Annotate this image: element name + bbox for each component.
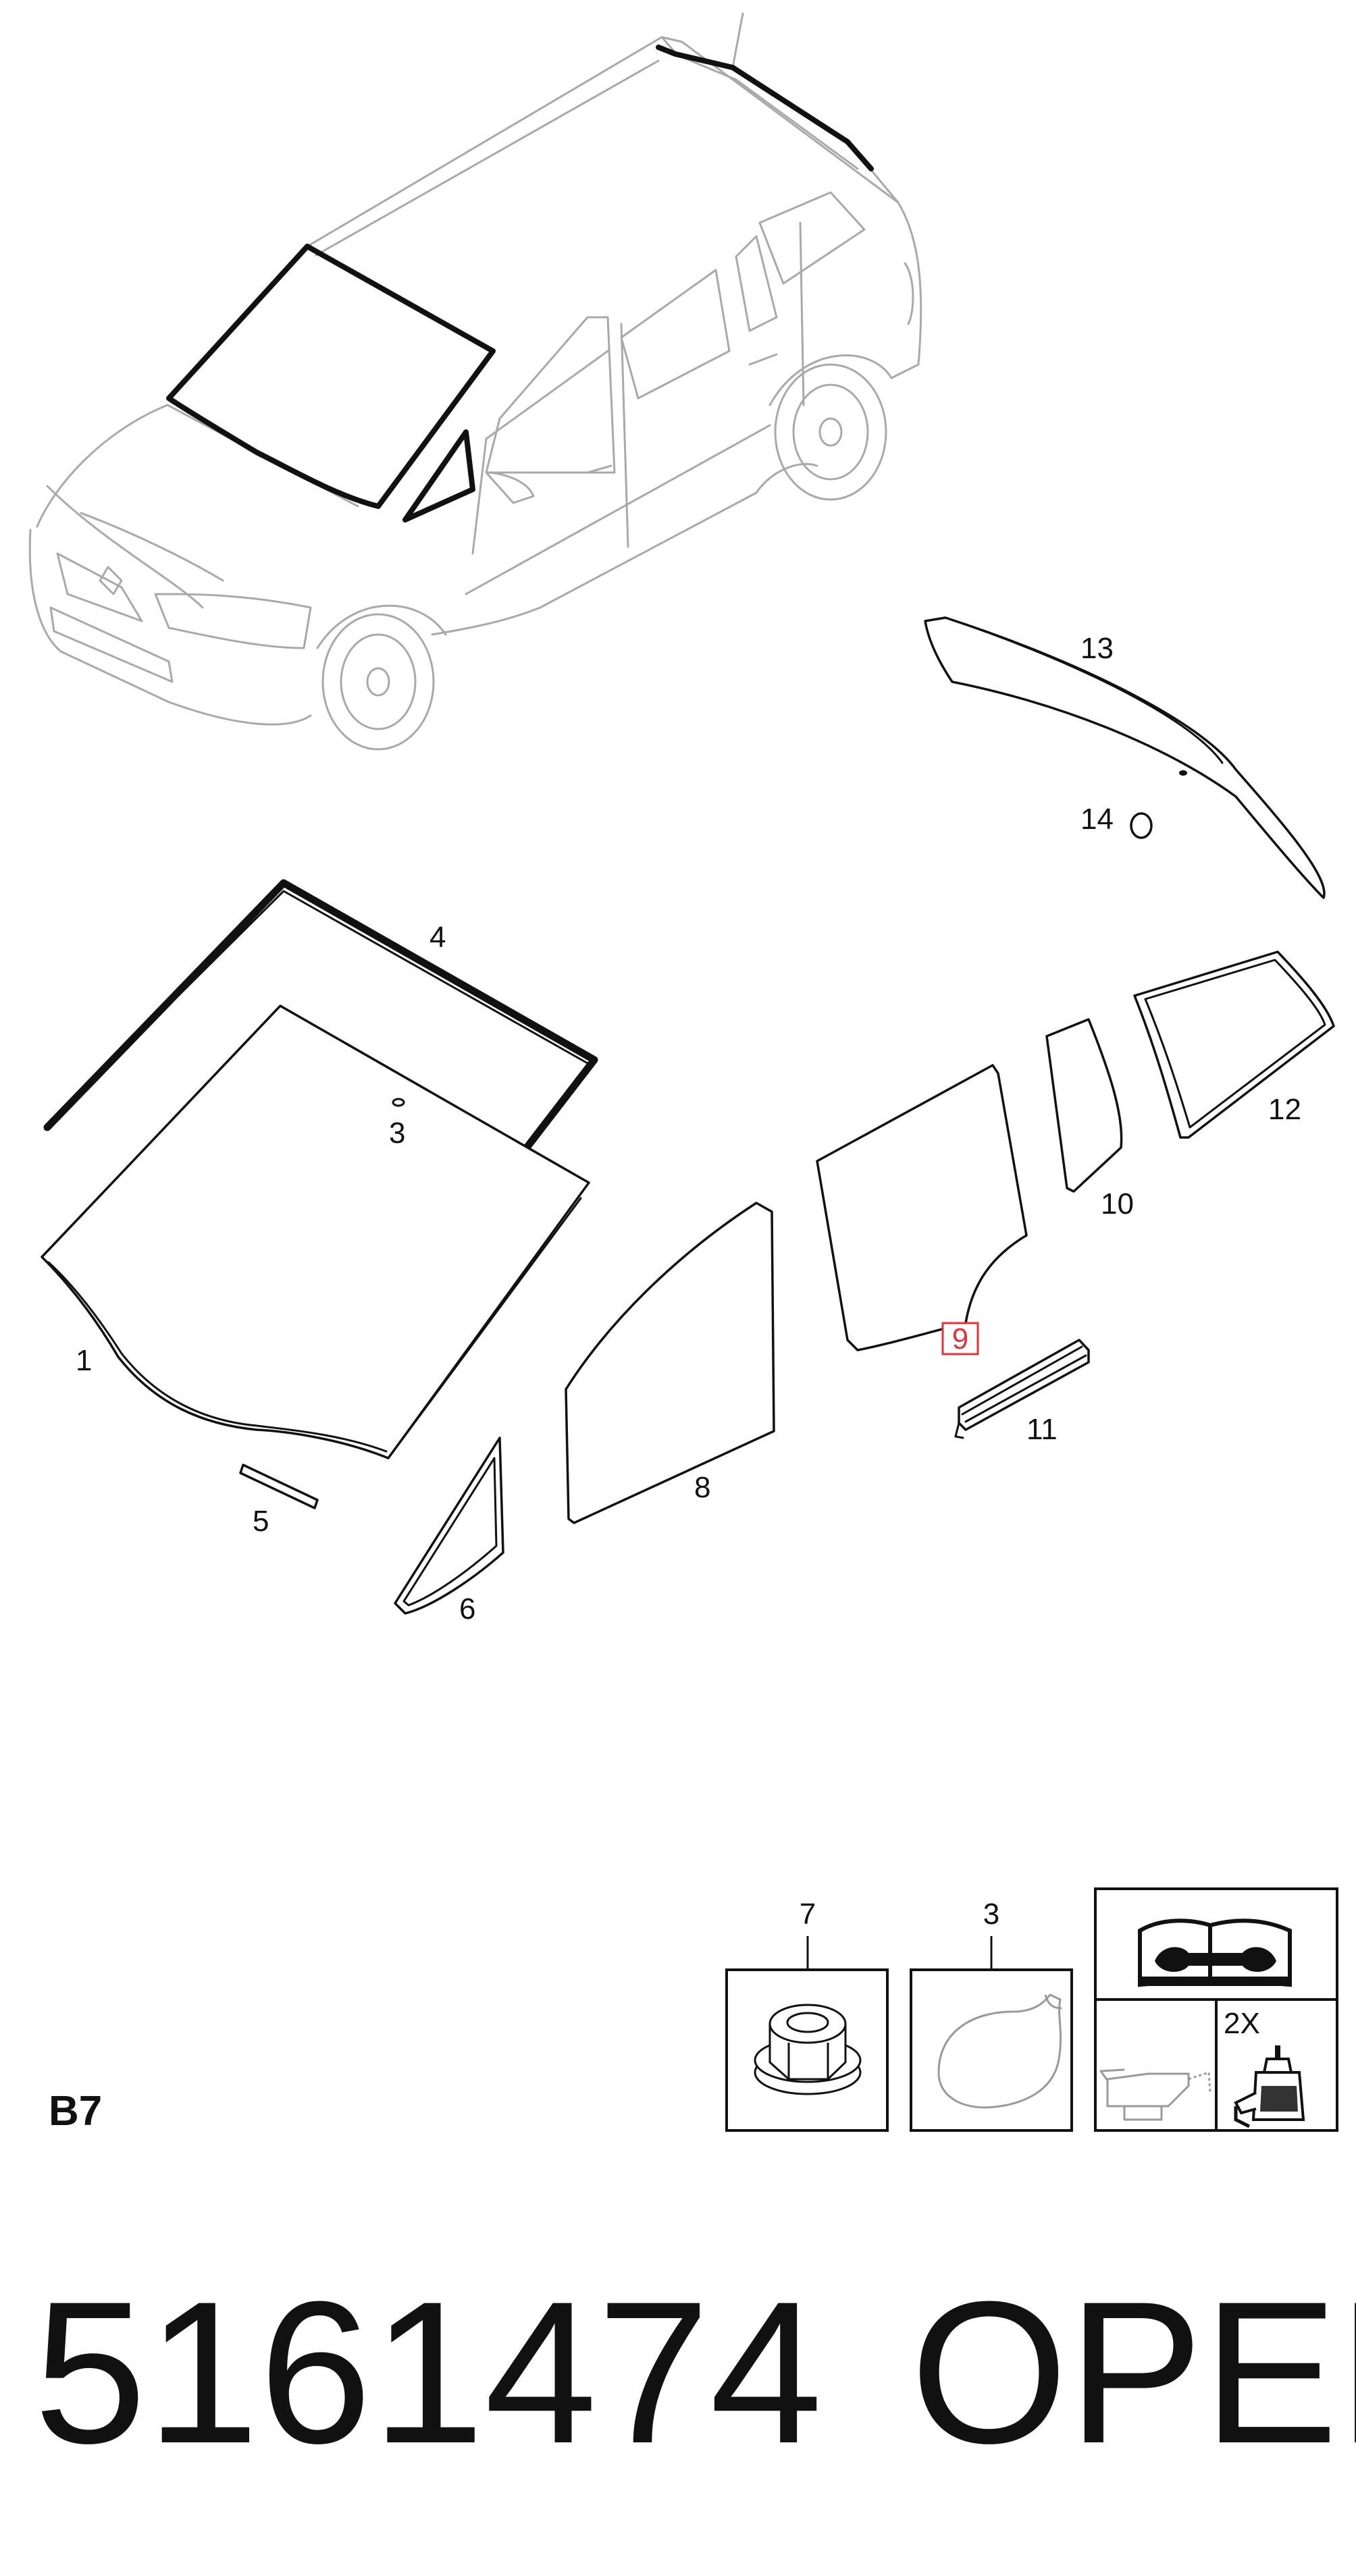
callout-12: 12 — [1268, 1093, 1301, 1126]
callout-8: 8 — [694, 1471, 710, 1504]
part-8-front-door-glass — [565, 1202, 775, 1524]
part-9-rear-door-glass — [816, 1064, 1028, 1351]
part-10-fixed-glass — [1045, 1018, 1123, 1193]
callout-9-box — [941, 1322, 979, 1356]
callout-14: 14 — [1080, 803, 1114, 836]
oil-can-icon — [1099, 2068, 1211, 2121]
part-1-windshield — [41, 1004, 590, 1459]
callout-6: 6 — [459, 1592, 475, 1626]
callout-5: 5 — [253, 1505, 269, 1538]
nut-icon — [754, 2004, 862, 2095]
callout-10: 10 — [1101, 1187, 1134, 1220]
callout-13: 13 — [1080, 632, 1114, 665]
callout-11: 11 — [1026, 1413, 1058, 1446]
quantity-label: 2X — [1224, 2007, 1260, 2040]
legend-label-7: 7 — [800, 1898, 816, 1931]
part-number: 5161474 — [34, 2259, 823, 2486]
part-6-quarter-glass — [394, 1437, 504, 1615]
part-12-rear-quarter-glass — [1133, 950, 1335, 1139]
callout-4: 4 — [429, 921, 446, 954]
part-13-roof-trim — [924, 616, 1326, 899]
callout-1: 1 — [76, 1344, 92, 1377]
repair-manual-icon — [1138, 1918, 1292, 1987]
adhesive-pad-icon — [937, 1993, 1062, 2109]
legend-label-3: 3 — [983, 1898, 999, 1931]
section-code: B7 — [49, 2088, 102, 2135]
adhesive-bottle-icon — [1234, 2045, 1305, 2128]
car-outline — [28, 12, 922, 751]
part-14-clip — [1130, 812, 1153, 839]
part-5-trim-strip — [239, 1464, 319, 1509]
part-11-glass-channel — [954, 1339, 1090, 1439]
callout-9: 9 — [952, 1322, 968, 1356]
callout-3: 3 — [389, 1117, 405, 1150]
brand-name: OPEL — [910, 2259, 1356, 2486]
